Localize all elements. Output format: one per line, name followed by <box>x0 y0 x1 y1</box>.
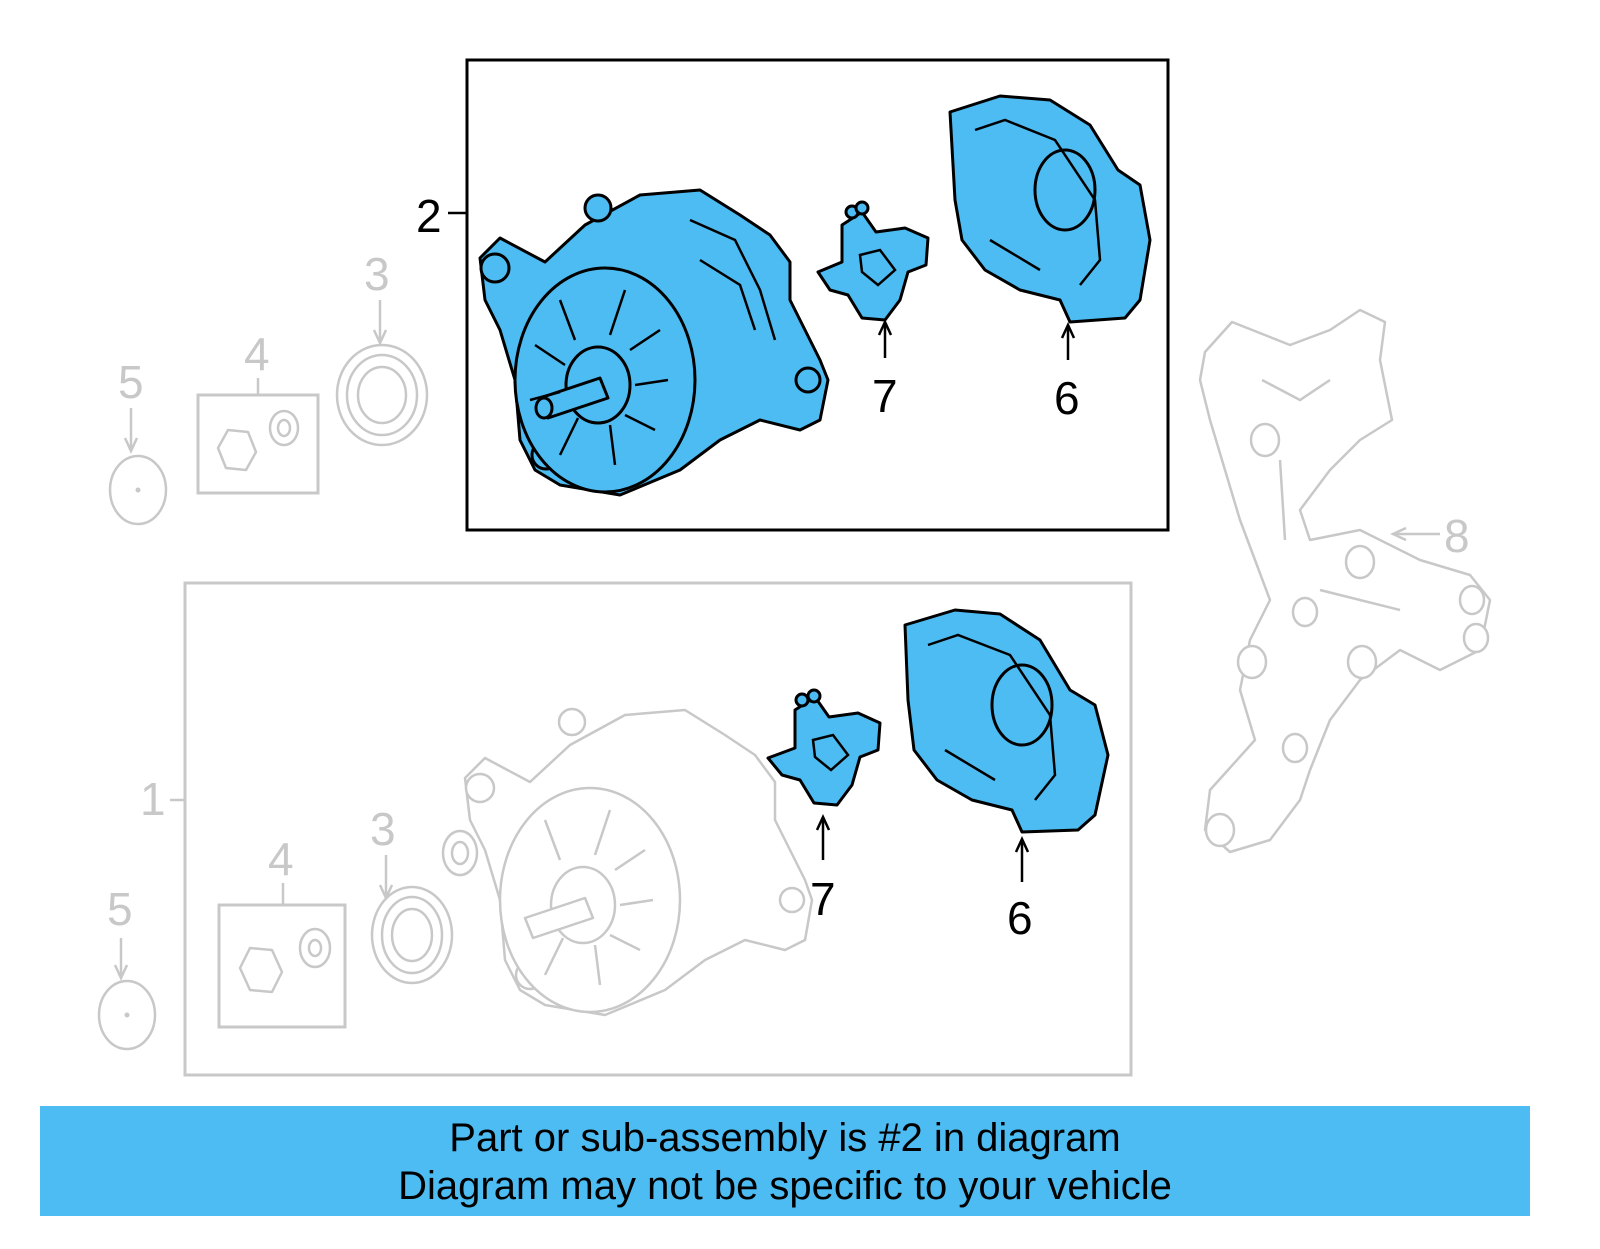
callout-7-bottom: 7 <box>810 873 836 925</box>
bracket-ghost <box>1198 308 1492 854</box>
assembly-1-box <box>183 581 1133 1077</box>
hardware-kit-box-top <box>196 393 320 495</box>
callout-7-top: 7 <box>872 370 898 422</box>
rear-cover-highlighted-bottom <box>903 608 1110 834</box>
callout-4-top: 4 <box>244 328 270 380</box>
callout-2: 2 <box>416 190 442 242</box>
cover-center-boss <box>1033 148 1097 232</box>
callout-6-bottom: 6 <box>1007 892 1033 944</box>
callout-5-bottom: 5 <box>107 883 133 935</box>
callout-6-top: 6 <box>1054 372 1080 424</box>
mount-ear-top <box>583 193 613 223</box>
pulley-ghost-top <box>335 343 429 447</box>
banner-line-1: Part or sub-assembly is #2 in diagram <box>449 1116 1121 1160</box>
callout-1: 1 <box>140 773 166 825</box>
nut-ghost-top <box>216 428 258 472</box>
info-banner: Part or sub-assembly is #2 in diagram Di… <box>40 1106 1530 1216</box>
callout-8: 8 <box>1444 510 1470 562</box>
alternator-ghost <box>463 707 814 1017</box>
mount-ear-right <box>794 366 822 394</box>
callout-3-bottom: 3 <box>370 803 396 855</box>
callout-5-top: 5 <box>118 356 144 408</box>
regulator-highlighted <box>816 200 930 322</box>
callout-4-bottom: 4 <box>268 833 294 885</box>
banner-line-2: Diagram may not be specific to your vehi… <box>398 1164 1172 1208</box>
mount-ear-left-top <box>479 252 511 284</box>
regulator-highlighted-bottom <box>766 688 882 807</box>
rear-cover-highlighted <box>948 94 1152 324</box>
callout-3-top: 3 <box>364 248 390 300</box>
hardware-kit-box-bottom <box>217 903 347 1029</box>
alternator-highlighted <box>478 188 830 497</box>
assembly-2-box <box>465 58 1170 532</box>
pulley-ghost-bottom <box>370 885 454 985</box>
nut-ghost-bottom <box>238 946 284 994</box>
